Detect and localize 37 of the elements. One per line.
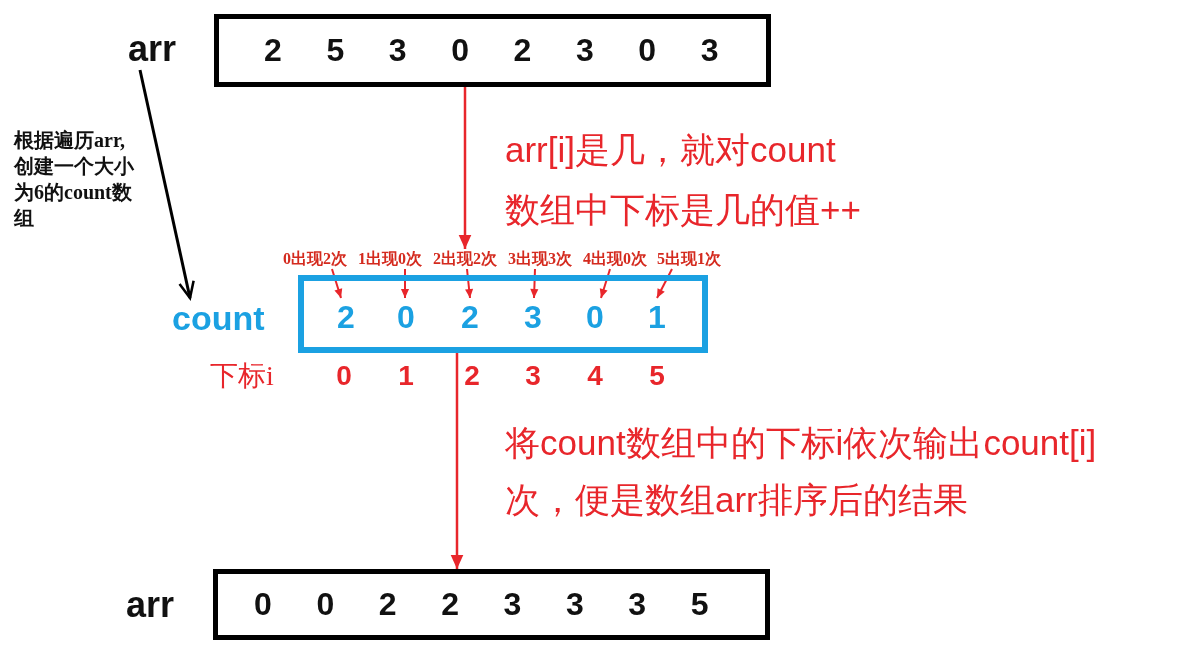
index-number: 4 <box>586 359 604 393</box>
arrow <box>465 268 474 299</box>
index-number: 2 <box>463 359 481 393</box>
arrow <box>450 353 464 569</box>
count-note: 3出现3次 <box>507 249 573 269</box>
index-number: 3 <box>524 359 542 393</box>
index-heading: 下标i <box>210 359 275 393</box>
arrow <box>599 268 611 299</box>
count-note: 4出现0次 <box>582 249 648 269</box>
arrow <box>331 268 343 299</box>
array-value: 1 <box>643 298 671 336</box>
array-value: 2 <box>332 298 360 336</box>
arrow <box>656 268 673 299</box>
index-number: 1 <box>397 359 415 393</box>
count-array-box <box>298 275 708 353</box>
index-number: 0 <box>335 359 353 393</box>
array-box: 2 5 3 0 2 3 0 3 <box>214 14 771 87</box>
arrow <box>458 87 472 249</box>
index-number: 5 <box>648 359 666 393</box>
array-value: 2 <box>456 298 484 336</box>
arrow <box>400 268 410 299</box>
count-note: 1出现0次 <box>357 249 423 269</box>
array-value: 0 <box>392 298 420 336</box>
array-label: count <box>172 298 266 338</box>
count-note: 2出现2次 <box>432 249 498 269</box>
count-note: 0出现2次 <box>282 249 348 269</box>
arrow <box>138 69 195 300</box>
array-value: 3 <box>519 298 547 336</box>
edge-label: arr[i]是几，就对count数组中下标是几的值++ <box>505 129 862 231</box>
array-box: 0 0 2 2 3 3 3 5 <box>213 569 770 640</box>
count-note: 5出现1次 <box>656 249 722 269</box>
array-label: arr <box>126 584 176 626</box>
array-value: 0 <box>581 298 609 336</box>
edge-label: 将count数组中的下标i依次输出count[i]次，便是数组arr排序后的结果 <box>505 422 1098 521</box>
edge-label: 根据遍历arr,创建一个大小为6的count数组 <box>14 128 135 231</box>
array-label: arr <box>128 28 178 70</box>
arrow <box>530 268 539 299</box>
